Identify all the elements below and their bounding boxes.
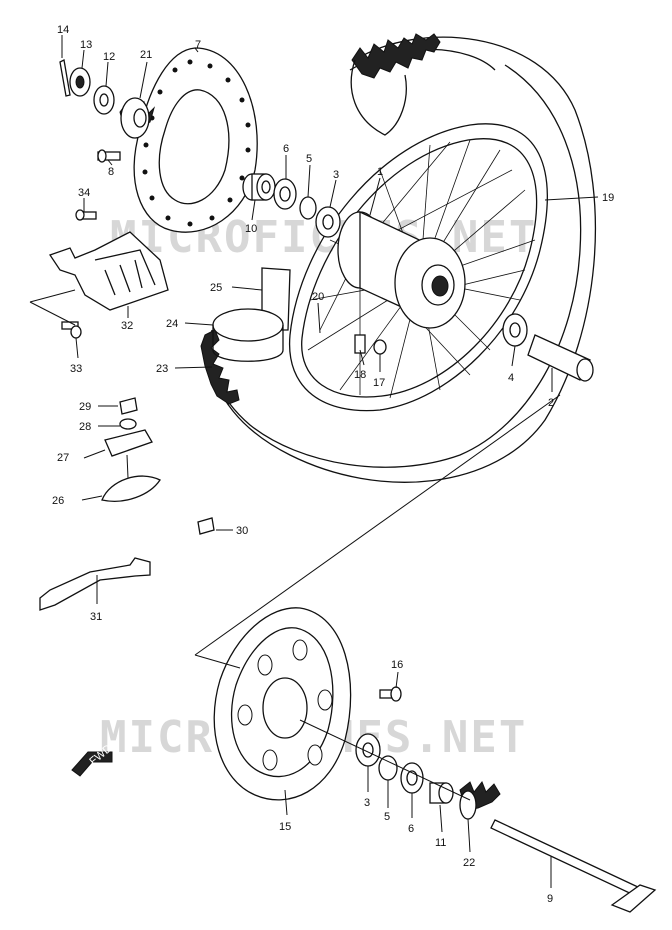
castle-nut <box>69 67 91 97</box>
callout-18: 18 <box>354 369 366 381</box>
callout-13: 13 <box>80 39 92 51</box>
callout-15: 15 <box>279 821 291 833</box>
callout-14: 14 <box>57 24 69 36</box>
callout-11: 11 <box>435 837 446 849</box>
tire <box>200 33 597 483</box>
rim-lock-nut <box>354 334 387 355</box>
guard-bolt-upper <box>75 209 97 221</box>
guard-bolt-lower <box>61 321 82 339</box>
rear-axle <box>490 819 657 913</box>
callout-32: 32 <box>121 320 133 332</box>
callout-16: 16 <box>391 659 403 671</box>
bearing-lower-6 <box>400 762 424 794</box>
callout-12: 12 <box>103 51 115 63</box>
callout-2: 2 <box>548 397 554 409</box>
bearing-upper-3 <box>315 206 341 238</box>
callout-30: 30 <box>236 525 248 537</box>
callout-8: 8 <box>108 166 114 178</box>
callout-28: 28 <box>79 421 91 433</box>
callout-1: 1 <box>377 166 383 178</box>
axle-spacer <box>527 334 594 382</box>
rear-sprocket <box>213 607 352 801</box>
callout-7: 7 <box>195 39 201 51</box>
spoke-wrench <box>39 557 151 611</box>
washer <box>93 85 115 115</box>
bearing-4 <box>502 313 528 347</box>
bearing-upper-6 <box>273 178 297 210</box>
cotter-pin <box>59 59 71 97</box>
chain-adjuster <box>459 781 501 820</box>
drum-spacer <box>119 97 156 139</box>
callout-34: 34 <box>78 187 90 199</box>
callout-26: 26 <box>52 495 64 507</box>
disc-bolt <box>97 149 121 163</box>
hub <box>337 210 466 329</box>
callout-17: 17 <box>373 377 385 389</box>
callout-labels: 14 13 12 21 7 8 34 10 6 5 3 1 19 25 20 2… <box>52 24 614 905</box>
callout-9: 9 <box>547 893 553 905</box>
callout-6-lower: 6 <box>408 823 414 835</box>
callout-3-lower: 3 <box>364 797 370 809</box>
callout-27: 27 <box>57 452 69 464</box>
callout-10: 10 <box>245 223 257 235</box>
tube-and-rimband <box>212 267 291 362</box>
callout-25: 25 <box>210 282 222 294</box>
callout-29: 29 <box>79 401 91 413</box>
bearing-lower-3 <box>355 733 381 767</box>
callout-22: 22 <box>463 857 475 869</box>
spacer <box>242 173 276 201</box>
callout-3-upper: 3 <box>333 169 339 181</box>
leader-lines <box>29 35 599 888</box>
disc-guard <box>48 231 169 311</box>
sprocket-bolt <box>379 686 402 702</box>
brake-disc <box>133 47 258 233</box>
callout-20: 20 <box>312 291 324 303</box>
callout-31: 31 <box>90 611 102 623</box>
fwd-arrow: FWD <box>71 742 114 777</box>
valve-cap <box>197 517 215 535</box>
callout-4: 4 <box>508 372 514 384</box>
sprocket-spacer <box>429 782 454 804</box>
callout-6-upper: 6 <box>283 143 289 155</box>
callout-33: 33 <box>70 363 82 375</box>
callout-23: 23 <box>156 363 168 375</box>
rim-lock-assembly <box>101 397 161 502</box>
callout-24: 24 <box>166 318 178 330</box>
callout-5-lower: 5 <box>384 811 390 823</box>
callout-19: 19 <box>602 192 614 204</box>
callout-21: 21 <box>140 49 152 61</box>
callout-5-upper: 5 <box>306 153 312 165</box>
